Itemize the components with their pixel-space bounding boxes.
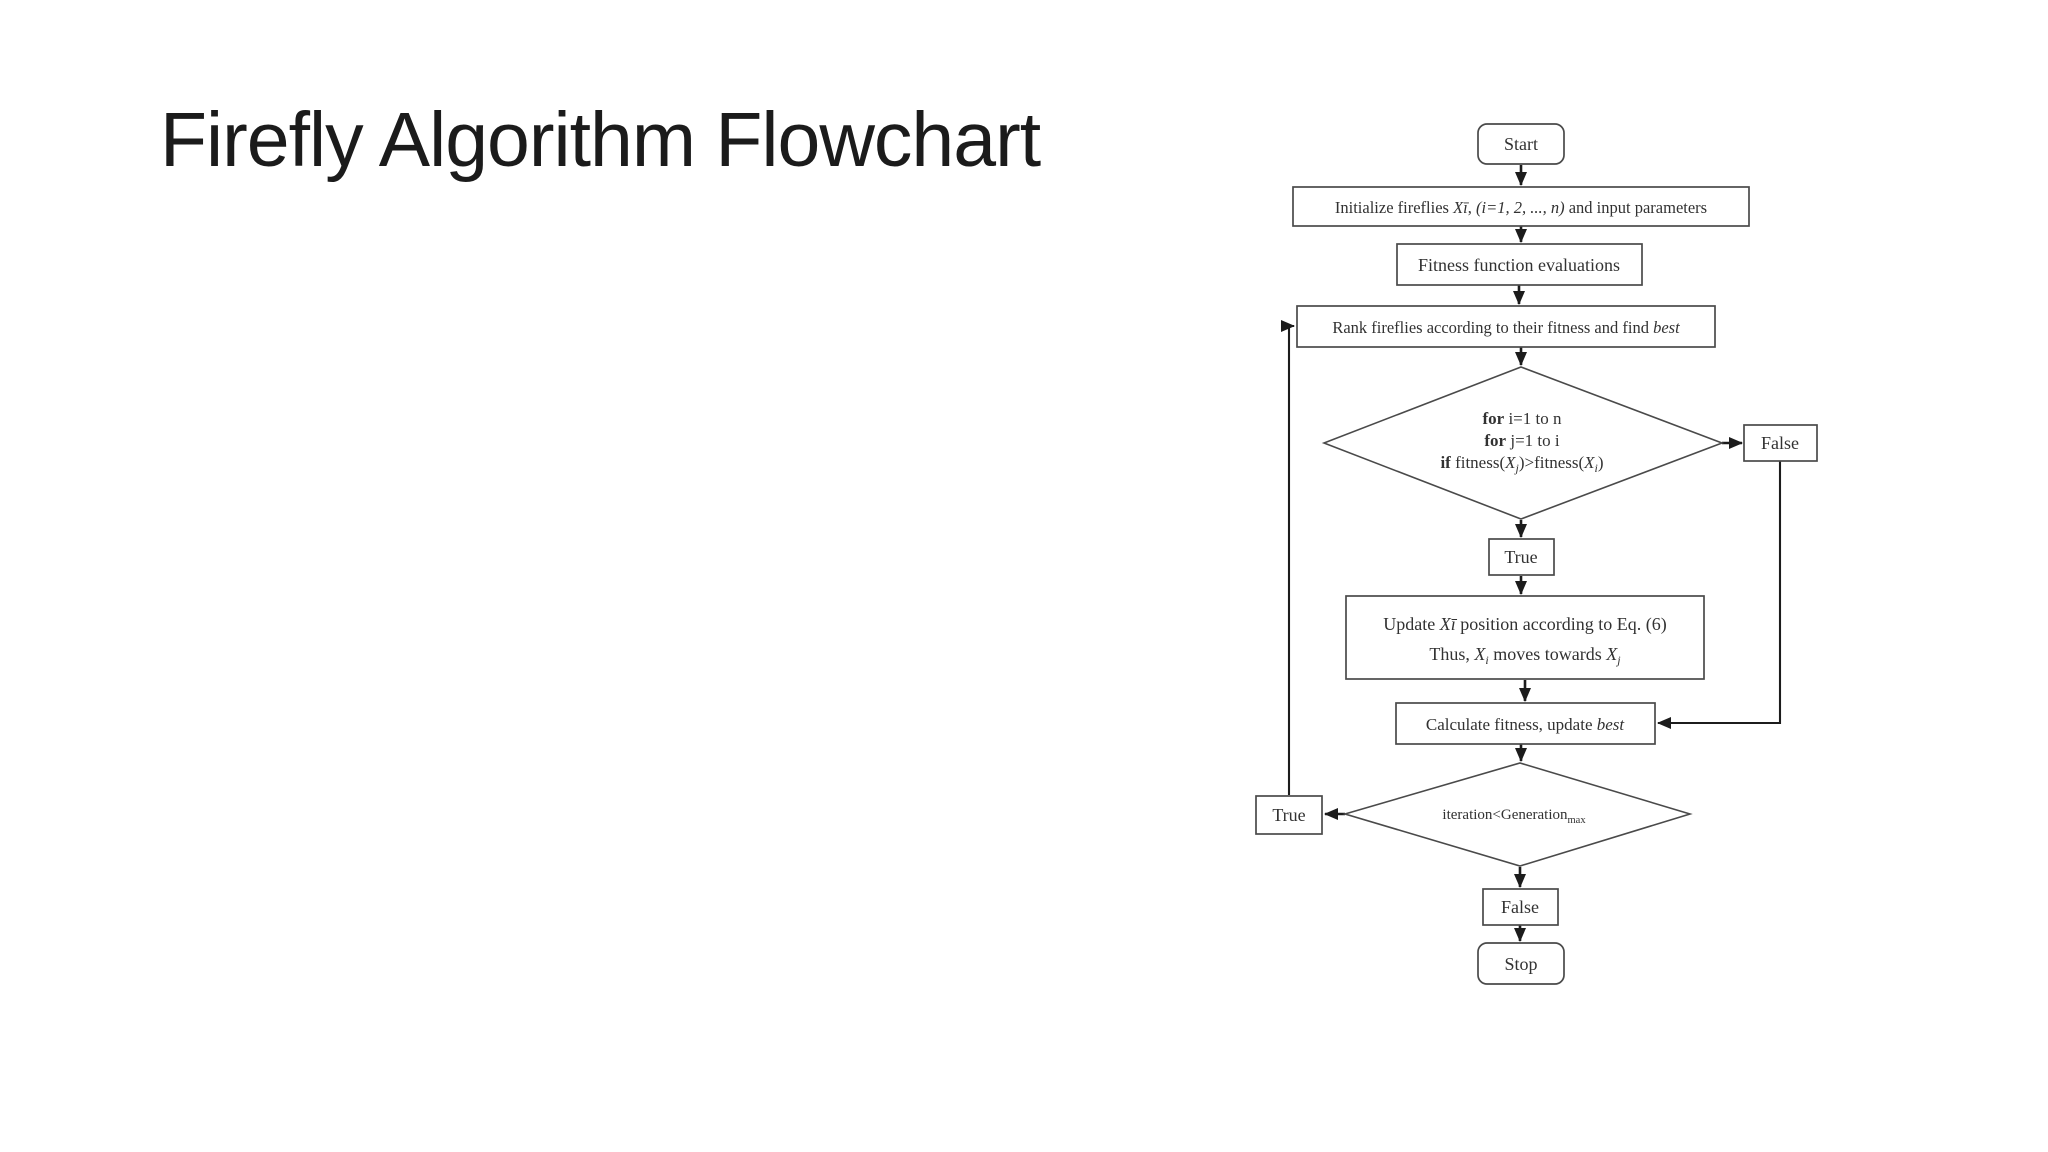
page-title: Firefly Algorithm Flowchart xyxy=(160,97,1041,183)
node-stop: Stop xyxy=(1477,942,1565,985)
loop-true-to-rank xyxy=(1281,320,1295,795)
node-exit-false: False xyxy=(1482,888,1559,926)
node-stop-label: Stop xyxy=(1504,954,1537,974)
node-false-branch-label: False xyxy=(1761,433,1799,453)
node-initialize-label: Initialize fireflies Xī, (i=1, 2, ..., n… xyxy=(1335,198,1707,217)
node-loop-decision: for i=1 to n for j=1 to i if fitness(Xj)… xyxy=(1321,366,1725,520)
firefly-algorithm-flowchart-image: Start Initialize fireflies Xī, (i=1, 2, … xyxy=(1230,95,1870,1025)
node-calculate-fitness: Calculate fitness, update best xyxy=(1395,702,1656,745)
node-false-branch: False xyxy=(1743,424,1818,462)
loop-decision-line1: for i=1 to n xyxy=(1482,409,1562,428)
loop-decision-line2: for j=1 to i xyxy=(1484,431,1560,450)
node-fitness-label: Fitness function evaluations xyxy=(1418,255,1620,275)
node-update-position: Update Xī position according to Eq. (6) … xyxy=(1345,595,1705,680)
generation-decision-label: iteration<Generationmax xyxy=(1442,807,1586,826)
update-line1: Update Xī position according to Eq. (6) xyxy=(1383,614,1666,635)
node-rank-label: Rank fireflies according to their fitnes… xyxy=(1332,318,1680,337)
node-loop-true-label: True xyxy=(1272,805,1305,825)
node-exit-false-label: False xyxy=(1501,897,1539,917)
update-line2: Thus, Xi moves towards Xj xyxy=(1429,644,1621,667)
node-start-label: Start xyxy=(1504,134,1538,154)
loop-decision-line3: if fitness(Xj)>fitness(Xi) xyxy=(1440,453,1603,475)
flowchart-svg: Start Initialize fireflies Xī, (i=1, 2, … xyxy=(1255,123,1818,985)
node-rank-fireflies: Rank fireflies according to their fitnes… xyxy=(1296,305,1716,348)
node-loop-true: True xyxy=(1255,795,1323,835)
node-start: Start xyxy=(1477,123,1565,165)
node-calculate-label: Calculate fitness, update best xyxy=(1426,715,1626,734)
loop-false-to-calculate xyxy=(1657,461,1782,729)
node-true-branch: True xyxy=(1488,538,1555,576)
node-generation-decision: iteration<Generationmax xyxy=(1342,762,1693,867)
node-fitness-evaluations: Fitness function evaluations xyxy=(1396,243,1643,286)
node-initialize: Initialize fireflies Xī, (i=1, 2, ..., n… xyxy=(1292,186,1750,227)
node-true-branch-label: True xyxy=(1504,547,1537,567)
